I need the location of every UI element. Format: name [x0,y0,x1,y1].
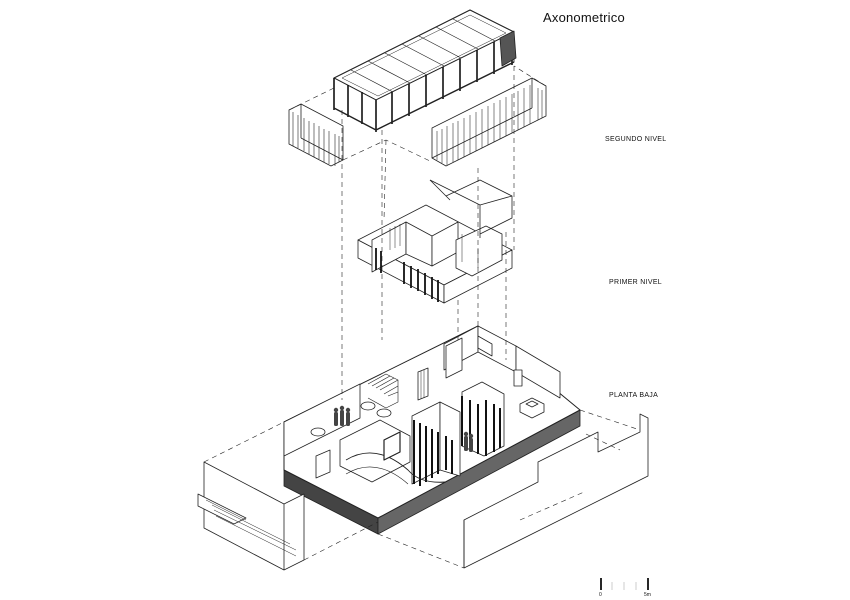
label-planta-baja: PLANTA BAJA [609,392,659,399]
scale-label-start: 0 [599,592,602,598]
scale-label-end: 5m [644,592,651,598]
right-site-wall [463,413,649,569]
primer-nivel-floor [357,179,513,304]
slatted-wall-right [431,77,547,167]
scale-bar [600,578,649,590]
roof-pavilion [333,9,517,132]
left-terrace [197,461,305,571]
human-figures [333,405,474,452]
projection-lines [203,65,641,569]
drawing-title: Axonometrico [543,10,625,25]
label-primer-nivel: PRIMER NIVEL [609,279,662,286]
label-segundo-nivel: SEGUNDO NIVEL [605,136,667,143]
slatted-wall-left [288,103,344,167]
